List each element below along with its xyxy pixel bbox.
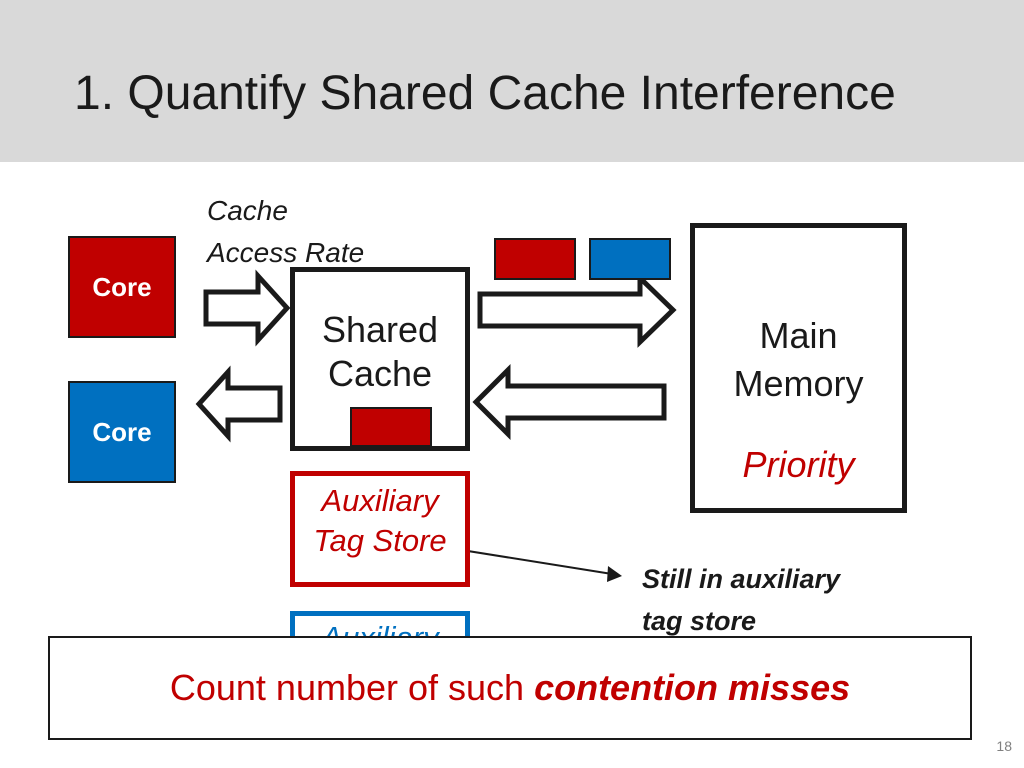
callout-line2: tag store <box>642 606 757 636</box>
main-memory-line2: Memory <box>733 363 864 404</box>
shared-cache-line2: Cache <box>327 353 433 394</box>
slide-title: 1. Quantify Shared Cache Interference <box>74 67 896 120</box>
callout-label: Still in auxiliary tag store <box>642 558 840 642</box>
core-blue: Core <box>68 381 176 483</box>
arrow-cache-to-memory <box>477 272 677 348</box>
aux-tag-store-red-line2: Tag Store <box>313 523 447 558</box>
arrow-core-to-cache <box>203 269 291 347</box>
slide-number: 18 <box>996 738 1012 754</box>
callout-arrowhead <box>607 566 622 582</box>
bottom-statement-emphasis: contention misses <box>534 667 851 708</box>
cache-access-rate-line2: Access Rate <box>207 237 365 268</box>
main-memory-line1: Main <box>759 315 838 356</box>
title-band <box>0 0 1024 162</box>
aux-tag-store-red-line1: Auxiliary <box>321 483 439 518</box>
aux-tag-store-red <box>290 471 470 587</box>
cache-access-rate-label: Cache Access Rate <box>207 190 364 274</box>
request-red-block <box>494 238 576 280</box>
arrow-cache-to-core <box>195 365 283 443</box>
main-memory-label: Main Memory <box>690 312 907 408</box>
bottom-statement-text: Count number of such <box>169 667 535 708</box>
bottom-statement-box: Count number of such contention misses <box>48 636 972 740</box>
core-red-label: Core <box>92 271 152 302</box>
shared-cache-red-block <box>350 407 432 447</box>
core-blue-label: Core <box>92 416 152 447</box>
callout-line1: Still in auxiliary <box>642 564 841 594</box>
arrow-memory-to-cache <box>472 363 667 441</box>
shared-cache-label: Shared Cache <box>290 308 470 396</box>
main-memory-box <box>690 223 907 513</box>
request-blue-block <box>589 238 671 280</box>
shared-cache-line1: Shared <box>321 309 439 350</box>
priority-label: Priority <box>742 444 855 485</box>
aux-tag-store-red-label: Auxiliary Tag Store <box>290 481 470 561</box>
core-red: Core <box>68 236 176 338</box>
cache-access-rate-line1: Cache <box>207 195 288 226</box>
